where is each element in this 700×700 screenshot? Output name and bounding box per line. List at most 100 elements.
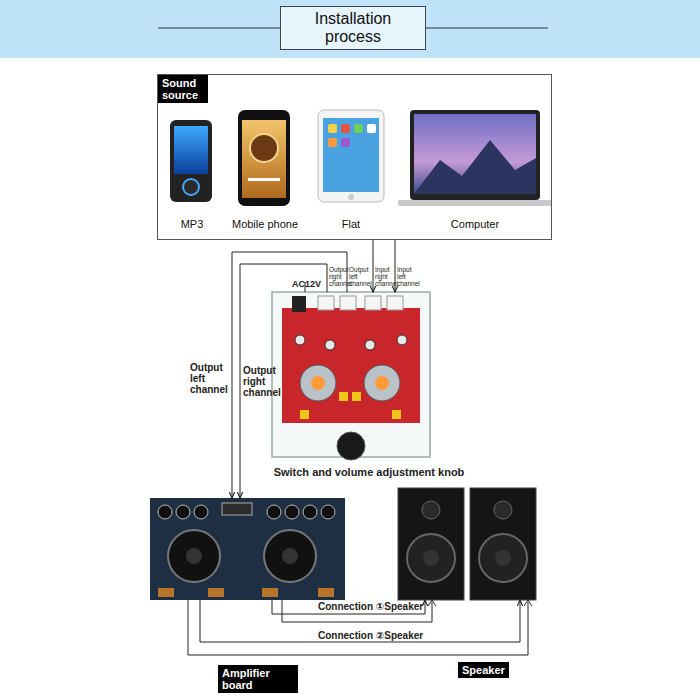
app-icon (328, 138, 337, 147)
section-tag: Amplifier board (218, 665, 298, 693)
device-button (183, 179, 199, 195)
fan-hub (282, 548, 298, 564)
capacitor (321, 505, 335, 519)
connection-label: Connection ①Speaker (318, 601, 423, 612)
rca-jack (340, 296, 356, 310)
dust-cap (423, 550, 439, 566)
rca-jack (387, 296, 403, 310)
rca-jack (318, 296, 334, 310)
mobile-phone (238, 110, 290, 206)
mountain (414, 140, 536, 194)
section-tag: Speaker (458, 662, 509, 678)
amplifier-box: Amplifier board (150, 498, 345, 600)
capacitor (285, 505, 299, 519)
signal-wire (373, 240, 374, 292)
fan-hub (186, 548, 202, 564)
signal-label: Input right channel (375, 266, 399, 287)
device-label: Mobile phone (232, 218, 298, 231)
device-item: Flat (313, 119, 389, 231)
vacuum-tube (364, 365, 400, 401)
device-screen (323, 118, 379, 192)
source-frame: Sound sourceMP3Mobile phone Flat Computer (157, 74, 552, 240)
header-rule (158, 28, 280, 29)
power-jack (292, 296, 306, 312)
tube-glow (311, 376, 325, 390)
speaker-box: Speaker (398, 488, 536, 600)
section-tag: Sound source (158, 75, 208, 103)
album-art (250, 134, 278, 162)
device-screen (242, 120, 286, 198)
signal-wire (232, 252, 347, 498)
return-wire (282, 600, 432, 622)
power-label: AC12V (292, 279, 321, 289)
extra-wires (188, 282, 532, 655)
header-band (0, 0, 700, 58)
device-body (238, 110, 290, 206)
rca-jack (365, 296, 381, 310)
film-capacitor (339, 392, 348, 401)
dust-cap (495, 550, 511, 566)
device-screen (174, 126, 208, 174)
progress-bar (248, 178, 280, 181)
device-body (318, 110, 384, 202)
circuit-board (282, 308, 420, 423)
inductor (208, 588, 224, 597)
capacitor (365, 340, 375, 350)
capacitor (397, 335, 407, 345)
app-icon (367, 124, 376, 133)
signal-label: Input left channel (397, 266, 421, 287)
app-icon (341, 124, 350, 133)
volume-knob (337, 432, 365, 460)
app-icon (354, 124, 363, 133)
speaker-cabinet (470, 488, 536, 600)
capacitor (267, 505, 281, 519)
tube-preamp (272, 292, 430, 460)
signal-wire (240, 264, 327, 498)
capacitor (176, 505, 190, 519)
component-caption: Switch and volume adjustment knob (250, 466, 488, 479)
device-label: Flat (342, 218, 360, 231)
device-item: MP3 (166, 119, 218, 231)
inductor (158, 588, 174, 597)
wire-arrowhead (524, 600, 532, 606)
capacitor (325, 340, 335, 350)
app-icon (328, 124, 337, 133)
inductor (318, 588, 334, 597)
laptop-base (398, 200, 552, 206)
capacitor (158, 505, 172, 519)
title-frame: Installation process (280, 6, 426, 50)
device-body (170, 120, 212, 202)
vacuum-tube (300, 365, 336, 401)
laptop (398, 110, 552, 206)
capacitor (303, 505, 317, 519)
signal-label: Output left channel (190, 362, 230, 395)
amplifier-board (150, 498, 345, 600)
capacitor (295, 335, 305, 345)
laptop-lid (410, 110, 540, 200)
signal-wire (272, 600, 425, 614)
speaker-cabinet (398, 488, 464, 600)
laptop-screen (414, 114, 536, 194)
tube-glow (375, 376, 389, 390)
pcb (150, 498, 345, 600)
tweeter (422, 501, 440, 519)
speaker-pair (398, 488, 536, 600)
connection-label: Connection ②Speaker (318, 630, 423, 641)
signal-wire (200, 600, 520, 642)
woofer (407, 534, 455, 582)
woofer (479, 534, 527, 582)
signal-label: Output right channel (243, 365, 283, 398)
cooling-fan (264, 530, 316, 582)
terminal-block (222, 503, 252, 515)
film-capacitor (352, 392, 361, 401)
film-capacitor (392, 410, 401, 419)
device-item: Mobile phone (229, 119, 301, 231)
home-button (348, 194, 354, 200)
tablet (318, 110, 384, 202)
device-item: Computer (401, 119, 549, 231)
cooling-fan (168, 530, 220, 582)
device-label: Computer (451, 218, 499, 231)
